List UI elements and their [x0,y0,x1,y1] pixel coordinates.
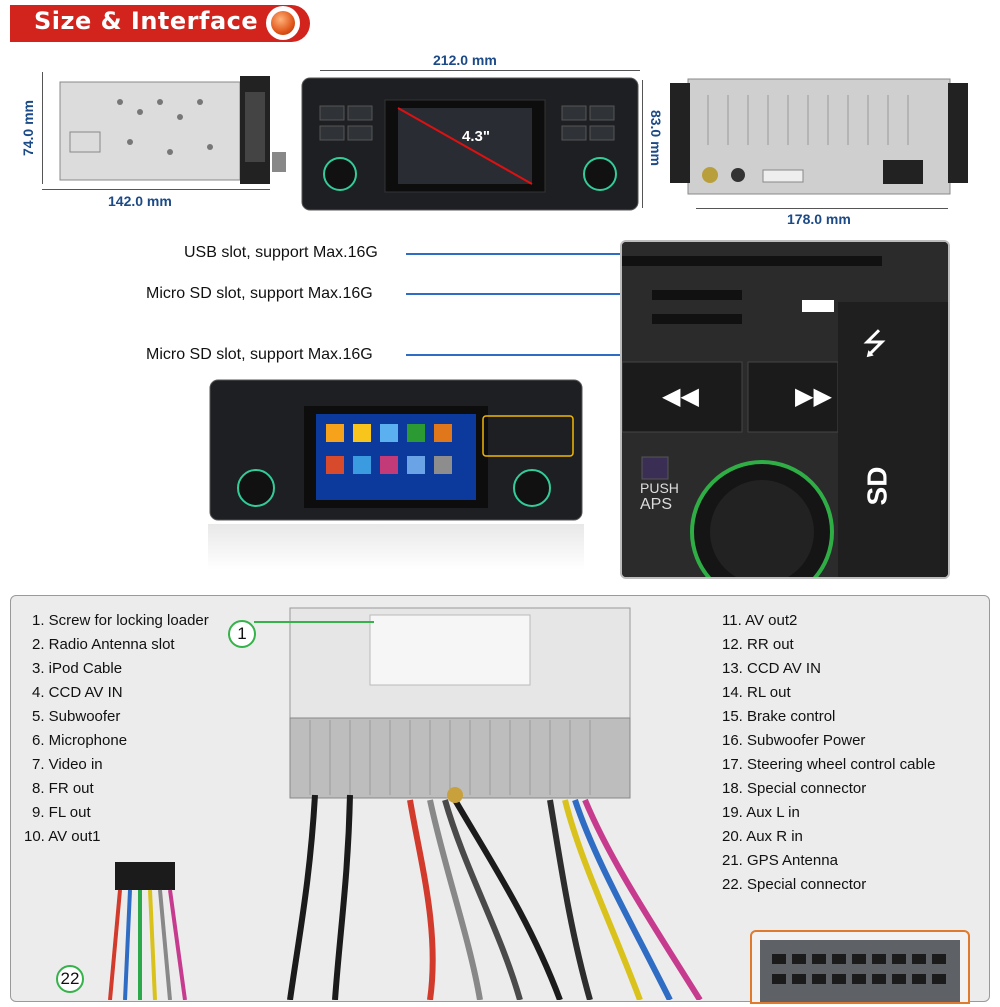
list-item: 3. iPod Cable [32,660,123,677]
page-title: Size & Interface [34,7,259,35]
dim-depth-side: 142.0 mm [108,193,172,209]
unit-front-small [208,378,584,522]
harness-image [90,860,210,1001]
rear-view-image [668,75,970,200]
unit-reflection [208,524,584,570]
header-badge-dot-icon [271,11,295,35]
marker-22: 22 [56,965,84,993]
zoom-panel [620,240,950,579]
list-item: 17. Steering wheel control cable [722,756,936,773]
list-item: 19. Aux L in [722,804,800,821]
list-item: 20. Aux R in [722,828,803,845]
rewind-icon: ◀◀ [662,383,699,410]
list-item: 21. GPS Antenna [722,852,838,869]
side-view-image [40,72,290,187]
list-item: 8. FR out [32,780,94,797]
callout-usb: USB slot, support Max.16G [184,244,378,261]
dim-height-side: 74.0 mm [20,99,36,157]
callout-micro-sd-2: Micro SD slot, support Max.16G [146,346,373,363]
list-item: 13. CCD AV IN [722,660,821,677]
special-connector-image [750,930,970,1004]
list-item: 12. RR out [722,636,794,653]
aps-label: APS [640,496,673,513]
list-item: 1. Screw for locking loader [32,612,209,629]
list-item: 16. Subwoofer Power [722,732,866,749]
list-item: 9. FL out [32,804,91,821]
sd-icon: SD [861,466,893,506]
push-label: PUSH [640,480,679,496]
dim-width-front: 212.0 mm [433,52,497,68]
usb-icon: ⭍ [862,328,887,361]
screen-size-label: 4.3" [462,128,490,145]
dim-height-front: 83.0 mm [648,109,664,167]
list-item: 11. AV out2 [722,612,798,629]
dim-width-back: 178.0 mm [787,211,851,227]
header-banner [10,5,310,42]
fast-forward-icon: ▶▶ [795,383,832,410]
list-item: 15. Brake control [722,708,836,725]
list-item: 10. AV out1 [24,828,101,845]
list-item: 22. Special connector [722,876,867,893]
front-view-image [300,76,640,212]
list-item: 5. Subwoofer [32,708,121,725]
list-item: 6. Microphone [32,732,128,749]
marker-1: 1 [228,620,256,648]
wiring-image [230,600,730,1002]
list-item: 18. Special connector [722,780,867,797]
list-item: 2. Radio Antenna slot [32,636,175,653]
list-item: 7. Video in [32,756,103,773]
callout-micro-sd-1: Micro SD slot, support Max.16G [146,285,373,302]
list-item: 14. RL out [722,684,791,701]
list-item: 4. CCD AV IN [32,684,123,701]
